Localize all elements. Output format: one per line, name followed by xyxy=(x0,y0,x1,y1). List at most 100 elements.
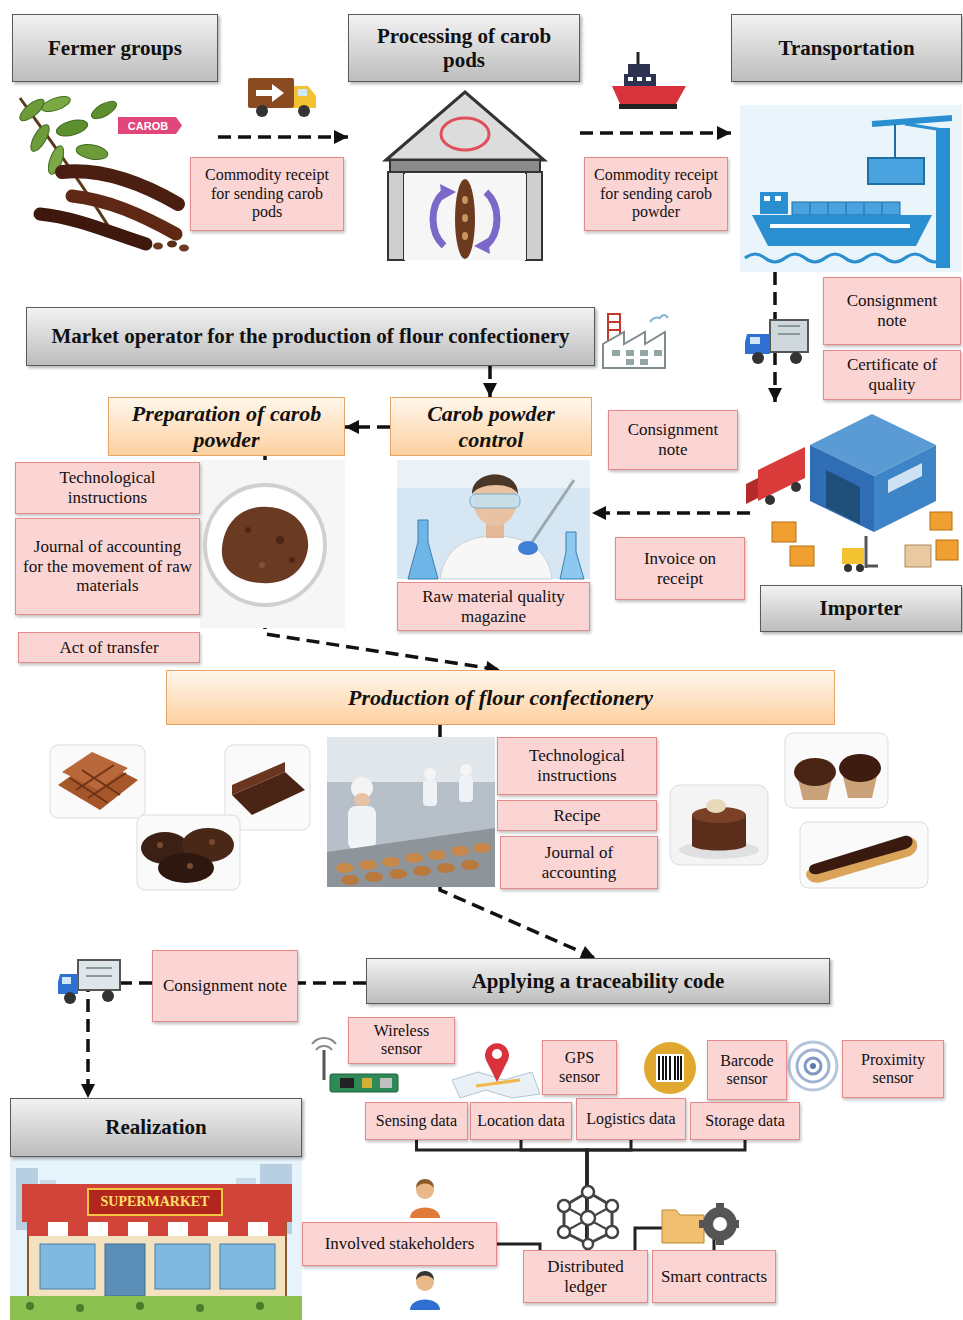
processing-building-part xyxy=(433,192,444,246)
factory-icon xyxy=(603,314,668,368)
factory-icon-part xyxy=(608,329,620,331)
ship-icon xyxy=(612,52,686,109)
box-text: Distributed ledger xyxy=(530,1257,641,1296)
carob-powder-bowl-part xyxy=(222,507,308,583)
processing-building-part xyxy=(462,196,468,204)
factory-photo-part xyxy=(473,843,491,853)
document-box: Technological instructions xyxy=(497,737,657,795)
port-scene-part xyxy=(882,202,883,215)
supermarket-picture-part xyxy=(88,1222,108,1236)
waffle-picture-part xyxy=(50,745,145,818)
processing-building-part xyxy=(390,160,540,172)
contract-icon-part xyxy=(716,1203,724,1211)
cookies-picture-part xyxy=(187,863,193,869)
supermarket-picture-part xyxy=(208,1222,228,1236)
delivery-truck-icon-part xyxy=(298,105,310,117)
eclair-picture-part xyxy=(800,822,928,888)
box-text: Recipe xyxy=(553,806,600,826)
document-box: Commodity receipt for sending carob powd… xyxy=(584,157,728,231)
carob-branch-part xyxy=(75,142,109,161)
supermarket-picture-part xyxy=(256,1302,264,1310)
flow-arrow xyxy=(580,131,731,135)
box-text: Wireless sensor xyxy=(355,1022,448,1059)
processing-building xyxy=(386,92,544,260)
truck-icon-bottom xyxy=(58,960,120,1004)
network-icon-part xyxy=(558,1226,570,1238)
truck-icon-middle-part xyxy=(752,352,764,364)
carob-powder-bowl xyxy=(200,460,345,628)
laboratory-picture-part xyxy=(473,474,517,526)
factory-photo-part xyxy=(348,806,376,850)
port-scene-part xyxy=(894,124,896,158)
delivery-truck-icon-part xyxy=(294,86,316,108)
factory-icon-part xyxy=(654,350,662,356)
muffins-picture-part xyxy=(797,775,833,800)
stakeholder-icons-part xyxy=(416,1179,434,1188)
muffins-picture-part xyxy=(794,758,836,786)
port-scene-part xyxy=(740,105,962,272)
factory-photo-part xyxy=(389,869,407,879)
processing-building-part xyxy=(386,92,544,160)
proximity-sensor-icon xyxy=(789,1042,837,1090)
waffle-picture-part xyxy=(70,765,126,803)
processing-building-part xyxy=(388,172,404,260)
factory-photo-part xyxy=(365,872,383,882)
contract-icon-part xyxy=(662,1210,704,1243)
box-text: Location data xyxy=(477,1112,565,1130)
carob-powder-bowl-part xyxy=(276,536,284,544)
bus-line xyxy=(635,1228,714,1250)
network-icon-part xyxy=(611,1206,614,1232)
laboratory-picture-part xyxy=(470,494,520,508)
supermarket-picture-part xyxy=(148,1222,168,1236)
proximity-sensor-icon-part xyxy=(797,1050,829,1082)
network-icon-part xyxy=(558,1200,570,1212)
actor-banner: Market operator for the production of fl… xyxy=(26,307,595,366)
factory-photo-part xyxy=(336,863,354,873)
port-scene-part xyxy=(846,202,847,215)
network-icon-part xyxy=(564,1232,588,1244)
document-box: Invoice on receipt xyxy=(615,537,745,600)
factory-photo-part xyxy=(423,780,437,806)
chocolate-bar-picture-part xyxy=(232,762,285,795)
port-scene xyxy=(740,105,962,272)
ship-icon-part xyxy=(646,77,651,81)
cake-picture-part xyxy=(670,785,768,865)
delivery-truck-icon xyxy=(248,78,316,117)
document-box: Consignment note xyxy=(152,950,298,1022)
port-scene-part xyxy=(936,128,950,268)
supermarket-picture-part xyxy=(128,1222,148,1236)
port-scene-part xyxy=(745,254,945,262)
supermarket-picture-part xyxy=(155,1244,210,1289)
flow-arrow xyxy=(345,425,390,429)
document-box: Consignment note xyxy=(608,410,738,470)
supermarket-picture-part xyxy=(68,1222,88,1236)
wireless-sensor-icon-part xyxy=(323,1050,326,1080)
cake-picture-part xyxy=(692,815,746,851)
proximity-sensor-icon-part xyxy=(805,1058,821,1074)
factory-icon-part xyxy=(603,332,665,368)
cake-picture-part xyxy=(679,841,759,859)
wireless-sensor-icon-part xyxy=(312,1038,336,1050)
waffle-picture-part xyxy=(62,752,128,790)
wireless-sensor-icon-part xyxy=(330,1074,398,1092)
bus-line xyxy=(587,1140,745,1250)
flow-arrow xyxy=(88,983,152,1098)
supermarket-picture-part xyxy=(168,1222,188,1236)
carob-branch-part xyxy=(167,241,177,248)
supermarket-picture-part xyxy=(136,1302,144,1310)
factory-photo-part xyxy=(327,737,495,887)
network-icon-part xyxy=(564,1206,612,1232)
factory-photo-part xyxy=(437,863,455,873)
box-text: Consignment note xyxy=(830,291,954,330)
factory-icon-part xyxy=(626,359,634,365)
carob-branch-part xyxy=(20,98,112,232)
network-icon xyxy=(558,1186,618,1249)
contract-icon-part xyxy=(703,1207,737,1241)
carob-branch-part xyxy=(118,117,182,134)
carob-powder-bowl-part xyxy=(200,460,345,628)
contract-icon-part xyxy=(716,1237,724,1245)
cookies-picture-part xyxy=(141,832,189,864)
port-scene-part xyxy=(810,202,811,215)
factory-photo-part xyxy=(461,860,479,870)
header-text: Fermer groups xyxy=(12,14,218,82)
